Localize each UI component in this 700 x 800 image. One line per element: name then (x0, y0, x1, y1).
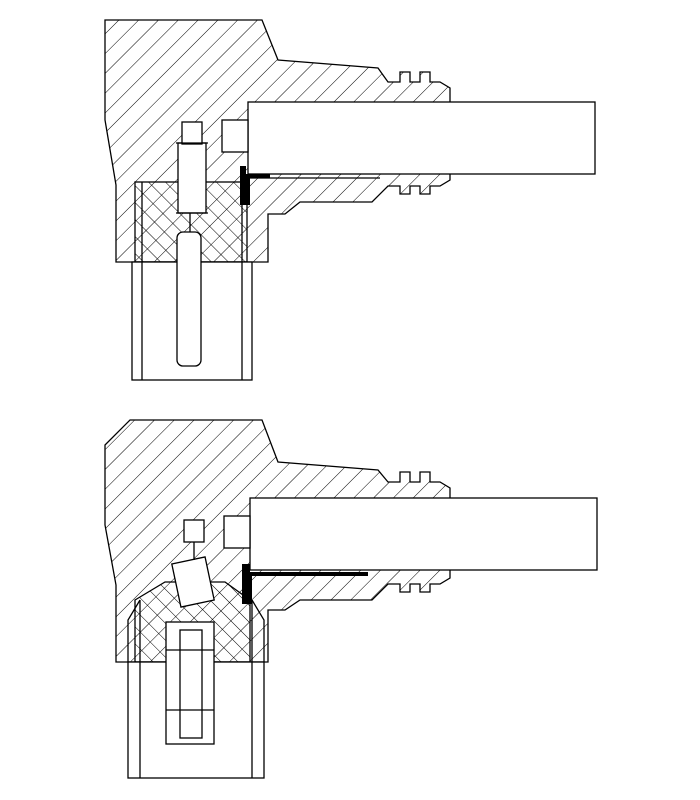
bottom-pin-head (171, 556, 215, 608)
bottom-tube (249, 497, 598, 571)
top-small-block (221, 119, 249, 153)
top-pin-cap (181, 121, 203, 145)
top-seal (240, 166, 270, 205)
bottom-pin (179, 629, 203, 739)
top-view (104, 19, 596, 381)
top-pin (176, 231, 202, 367)
top-tube (247, 101, 596, 175)
bottom-seal (242, 564, 368, 604)
bottom-pin-cap (183, 519, 205, 543)
bottom-sleeve-left-edge (127, 599, 141, 662)
bottom-view (104, 419, 598, 779)
top-pin-head (177, 142, 207, 214)
bottom-small-block (223, 515, 251, 549)
bottom-sleeve-right-edge (251, 599, 265, 662)
